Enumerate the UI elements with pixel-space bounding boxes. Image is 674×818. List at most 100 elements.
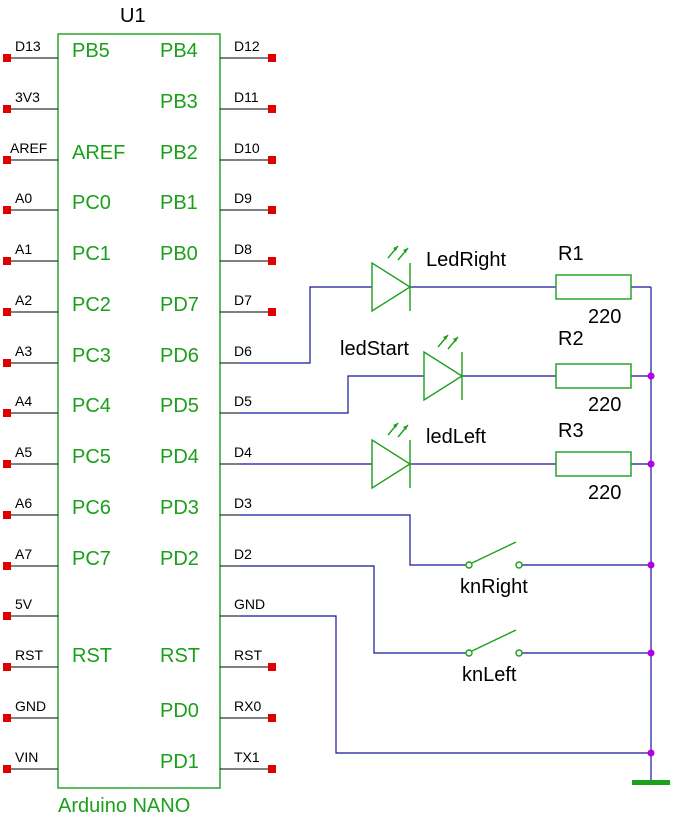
- wire-d5: [240, 375, 424, 414]
- pin-terminal[interactable]: [3, 105, 11, 113]
- resistor-ref: R3: [558, 420, 584, 442]
- left-pin-8: A4 PC4: [3, 393, 111, 417]
- resistor-r3: R3 220: [555, 420, 632, 504]
- led-ledleft: ledLeft: [371, 422, 486, 490]
- pin-terminal[interactable]: [3, 359, 11, 367]
- pin-terminal[interactable]: [268, 54, 276, 62]
- pin-terminal[interactable]: [3, 206, 11, 214]
- right-pin-13: RST RST: [160, 645, 276, 671]
- pin-int-label: PD1: [160, 751, 199, 773]
- pin-ext-label: D11: [234, 89, 259, 105]
- pin-terminal[interactable]: [268, 257, 276, 265]
- pin-terminal[interactable]: [268, 765, 276, 773]
- pin-terminal[interactable]: [3, 562, 11, 570]
- pin-ext-label: VIN: [15, 749, 38, 765]
- junctions: [647, 372, 655, 757]
- right-pin-8: D5 PD5: [160, 393, 252, 417]
- pin-ext-label: A0: [15, 190, 32, 206]
- pin-int-label: PB4: [160, 40, 198, 62]
- left-pin-6: A2 PC2: [3, 292, 111, 316]
- pin-ext-label: RST: [234, 647, 262, 663]
- chip-ref-label: U1: [120, 5, 146, 27]
- left-pin-3: AREF AREF: [3, 140, 125, 164]
- pin-int-label: PD7: [160, 294, 199, 316]
- pin-ext-label: D13: [15, 38, 41, 54]
- switch-knright[interactable]: knRight: [460, 541, 528, 598]
- left-pin-5: A1 PC1: [3, 241, 111, 265]
- pin-terminal[interactable]: [268, 206, 276, 214]
- junction-dot: [647, 649, 655, 657]
- pin-int-label: PD6: [160, 345, 199, 367]
- pin-ext-label: A3: [15, 343, 32, 359]
- pin-terminal[interactable]: [3, 663, 11, 671]
- pin-terminal[interactable]: [3, 257, 11, 265]
- right-pin-2: D11 PB3: [160, 89, 276, 113]
- switch-label: knLeft: [462, 664, 517, 686]
- junction-dot: [647, 749, 655, 757]
- pin-terminal[interactable]: [3, 308, 11, 316]
- right-pin-9: D4 PD4: [160, 444, 252, 468]
- pin-ext-label: D4: [234, 444, 252, 460]
- pin-ext-label: RST: [15, 647, 43, 663]
- pin-terminal[interactable]: [3, 460, 11, 468]
- pin-terminal[interactable]: [268, 308, 276, 316]
- pin-int-label: RST: [72, 645, 112, 667]
- pin-int-label: PC2: [72, 294, 111, 316]
- junction-dot: [647, 372, 655, 380]
- left-pin-13: RST RST: [3, 645, 112, 671]
- left-pin-2: 3V3: [3, 89, 58, 113]
- led-ledstart: ledStart: [340, 334, 464, 402]
- switch-knleft[interactable]: knLeft: [462, 629, 523, 686]
- pin-terminal[interactable]: [3, 714, 11, 722]
- pin-ext-label: D7: [234, 292, 252, 308]
- left-pin-12: 5V: [3, 596, 58, 620]
- pin-terminal[interactable]: [268, 714, 276, 722]
- pin-int-label: PC4: [72, 395, 111, 417]
- pin-int-label: PC0: [72, 192, 111, 214]
- pin-ext-label: D8: [234, 241, 252, 257]
- pin-terminal[interactable]: [268, 105, 276, 113]
- pin-ext-label: A1: [15, 241, 32, 257]
- led-label: ledLeft: [426, 426, 486, 448]
- pin-int-label: AREF: [72, 142, 125, 164]
- wire-gnd: [240, 615, 651, 754]
- switch-label: knRight: [460, 576, 528, 598]
- right-pin-10: D3 PD3: [160, 495, 252, 519]
- right-pin-11: D2 PD2: [160, 546, 252, 570]
- resistor-value: 220: [588, 394, 621, 416]
- pin-terminal[interactable]: [268, 663, 276, 671]
- pin-terminal[interactable]: [268, 156, 276, 164]
- left-pin-1: D13 PB5: [3, 38, 110, 62]
- right-pin-4: D9 PB1: [160, 190, 276, 214]
- pin-terminal[interactable]: [3, 156, 11, 164]
- pin-int-label: PB5: [72, 40, 110, 62]
- pin-ext-label: D6: [234, 343, 252, 359]
- chip-name-label: Arduino NANO: [58, 795, 190, 817]
- pin-terminal[interactable]: [3, 765, 11, 773]
- pin-ext-label: D5: [234, 393, 252, 409]
- wire-d3: [240, 514, 466, 566]
- right-pin-14: RX0 PD0: [160, 698, 276, 722]
- pin-int-label: PC6: [72, 497, 111, 519]
- left-pin-9: A5 PC5: [3, 444, 111, 468]
- pin-terminal[interactable]: [3, 54, 11, 62]
- pin-int-label: PC3: [72, 345, 111, 367]
- wire-d2: [240, 565, 466, 654]
- pin-int-label: PB3: [160, 91, 198, 113]
- pin-int-label: PD3: [160, 497, 199, 519]
- pin-terminal[interactable]: [3, 612, 11, 620]
- pin-terminal[interactable]: [3, 511, 11, 519]
- pin-terminal[interactable]: [3, 409, 11, 417]
- pin-int-label: PD0: [160, 700, 199, 722]
- pin-ext-label: D2: [234, 546, 252, 562]
- pin-ext-label: D12: [234, 38, 260, 54]
- pin-ext-label: A2: [15, 292, 32, 308]
- pin-int-label: PC7: [72, 548, 111, 570]
- pin-ext-label: D9: [234, 190, 252, 206]
- ground-icon: [632, 780, 670, 785]
- chip-body: [57, 33, 221, 789]
- pin-int-label: PB2: [160, 142, 198, 164]
- left-pin-15: VIN: [3, 749, 58, 773]
- pin-ext-label: GND: [15, 698, 46, 714]
- right-pin-15: TX1 PD1: [160, 749, 276, 773]
